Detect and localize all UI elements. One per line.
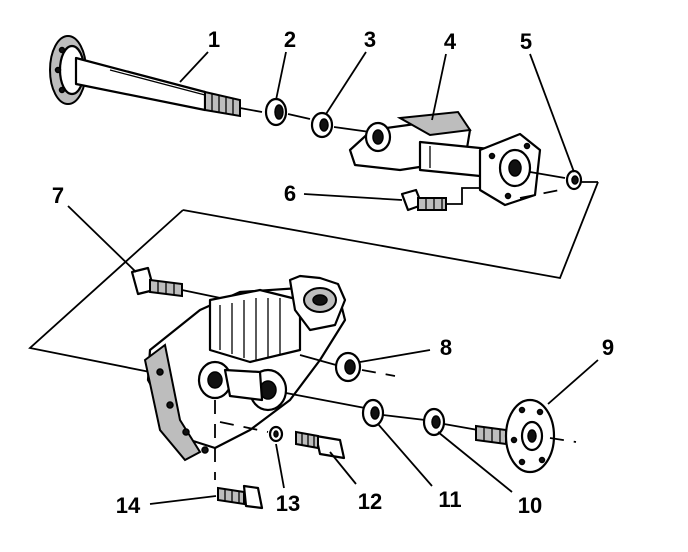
callout-9: 9 xyxy=(601,335,615,360)
callout-6: 6 xyxy=(283,181,297,206)
leader-line-5 xyxy=(529,53,575,173)
callout-2: 2 xyxy=(283,27,297,52)
assembly-outline-line xyxy=(182,181,599,280)
callout-4: 4 xyxy=(443,29,457,54)
callout-7: 7 xyxy=(51,183,65,208)
leader-line-6 xyxy=(303,193,403,201)
callout-1: 1 xyxy=(207,27,221,52)
bolt-14-part xyxy=(217,484,264,510)
washer-13-part xyxy=(219,421,284,443)
differential-carrier-part xyxy=(143,274,366,480)
seal-10-part xyxy=(422,407,479,437)
bearing-part xyxy=(310,111,371,139)
flange-9-part xyxy=(475,398,577,474)
leader-line-10 xyxy=(437,431,513,493)
leader-line-9 xyxy=(547,359,599,405)
seal-part xyxy=(264,97,311,127)
leader-line-14 xyxy=(149,495,217,505)
callout-12: 12 xyxy=(357,489,383,514)
bolt-7-part xyxy=(130,266,231,301)
leader-line-12 xyxy=(329,451,357,485)
callout-14: 14 xyxy=(115,493,141,518)
assembly-outline-line-left xyxy=(28,209,184,373)
callout-5: 5 xyxy=(519,29,533,54)
callout-10: 10 xyxy=(517,493,543,518)
bolt-12-part xyxy=(295,430,346,460)
leader-line-4 xyxy=(431,53,447,121)
callout-8: 8 xyxy=(439,335,453,360)
axle-shaft-part xyxy=(49,35,263,118)
callout-11: 11 xyxy=(438,487,462,512)
bushing-8-part xyxy=(299,351,396,383)
leader-line-11 xyxy=(377,423,433,487)
leader-lines xyxy=(67,51,599,505)
bolt-6-part xyxy=(400,187,480,212)
leader-line-13 xyxy=(275,443,285,489)
axle-tube-housing-part xyxy=(348,110,566,207)
leader-line-8 xyxy=(359,349,431,363)
leader-line-7 xyxy=(67,205,137,273)
callout-13: 13 xyxy=(275,491,301,516)
callout-3: 3 xyxy=(363,27,377,52)
leader-line-1 xyxy=(179,51,209,83)
seal-ring-part xyxy=(565,169,598,191)
leader-line-2 xyxy=(275,51,287,101)
leader-line-3 xyxy=(325,51,367,115)
seal-11-part xyxy=(361,398,426,428)
